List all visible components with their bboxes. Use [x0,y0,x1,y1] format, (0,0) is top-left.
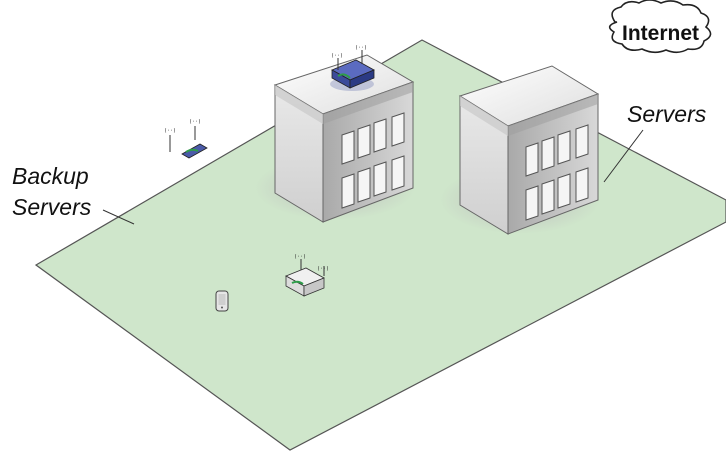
servers-label: Servers [627,101,707,127]
rooftop-router: (··) (··) [330,45,375,91]
window [373,161,387,197]
backup-servers-label-line1: Backup [12,163,89,189]
servers-leader-line [603,129,644,183]
ground-router: (··) (··) [285,254,329,297]
window [525,142,539,177]
window [575,124,589,159]
antenna-icon: (··) [317,266,329,272]
internet-cloud: Internet [608,0,712,54]
window [525,185,539,221]
antenna-icon: (··) [164,128,176,134]
backup-servers-label-line2: Servers [12,194,92,220]
antenna-icon: (··) [355,45,367,51]
window [341,130,355,165]
antenna-icon: (··) [331,53,343,59]
antenna-icon: (··) [294,254,306,260]
internet-label: Internet [622,22,699,45]
window [391,155,405,191]
window [341,173,355,209]
building-servers [458,65,600,235]
mobile-device [215,290,229,312]
wireless-access-point: (··) (··) [164,119,208,159]
window [541,179,555,215]
backup-servers-leader-line [102,209,135,225]
window [373,118,387,153]
window [357,124,371,159]
window [557,130,571,165]
cloud-icon [608,0,712,54]
window [575,167,589,203]
window [557,173,571,209]
antenna-icon: (··) [189,119,201,125]
window [391,112,405,147]
window [357,167,371,203]
window [541,136,555,171]
